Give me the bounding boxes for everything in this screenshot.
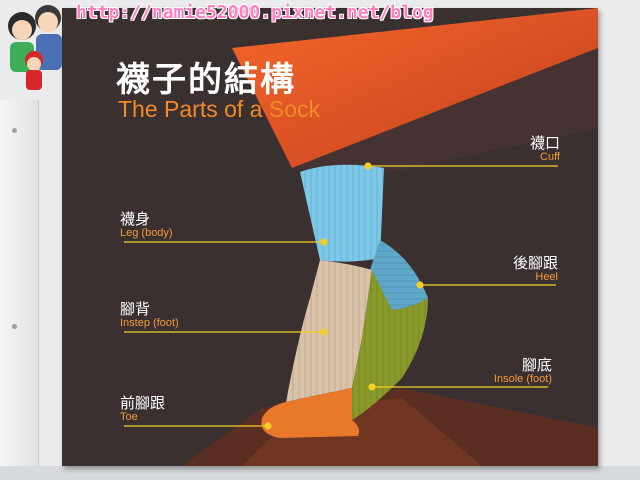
label-heel-en: Heel [535,271,558,283]
label-toe-zh: 前腳跟 [120,394,166,412]
label-instep-zh: 腳背 [120,300,151,318]
wall-screw [12,324,17,329]
title-english: The Parts of a Sock [118,96,320,122]
label-toe-en: Toe [120,411,138,423]
label-cuff-zh: 襪口 [529,134,560,152]
sock-toe [261,388,360,438]
watermark: http://namie52000.pixnet.net/blog [76,2,434,23]
label-leg-en: Leg (body) [120,227,173,239]
floor [0,466,640,480]
title-chinese: 襪子的結構 [116,60,296,100]
label-cuff-en: Cuff [540,151,560,163]
family-avatar-icon [8,5,62,90]
light-beam-shadow [292,48,598,178]
light-beam [232,8,598,168]
wall-panel [0,100,39,480]
sock-diagram-board: 襪子的結構 The Parts of a Sock 襪口 Cuff 襪身 Leg… [62,8,598,466]
label-heel-zh: 後腳跟 [512,254,558,272]
sock-illustration [124,8,598,466]
label-insole-zh: 腳底 [521,356,552,374]
label-instep-en: Instep (foot) [120,317,179,329]
label-leg-zh: 襪身 [120,210,151,228]
label-insole-en: Insole (foot) [493,373,552,385]
wall-screw [12,128,17,133]
